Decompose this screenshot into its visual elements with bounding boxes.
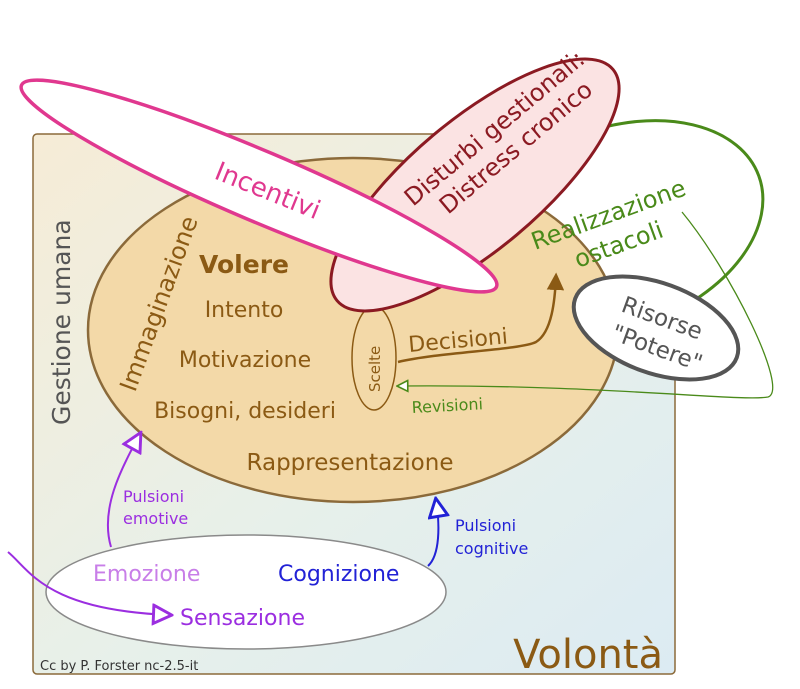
pulsioni-emotive-arrow (106, 434, 140, 548)
pulsioni-cognitive-arrow (427, 500, 438, 567)
incentivi-ellipse (19, 78, 499, 294)
revisioni-label: Revisioni (411, 394, 483, 417)
cognizione-label: Cognizione (278, 562, 399, 587)
pulsioni-emotive-label-line1: Pulsioni (123, 487, 184, 506)
volere-label: Volere (199, 250, 289, 279)
intento-label: Intento (205, 298, 284, 323)
senses-ellipse (45, 534, 447, 650)
scelte-label: Scelte (366, 346, 384, 392)
credit-label: Cc by P. Forster nc-2.5-it (40, 659, 198, 674)
pulsioni-emotive-label-line2: emotive (123, 509, 188, 528)
risorse-ellipse (571, 274, 741, 382)
sensazione-arrow (7, 551, 170, 615)
revisioni-arrow (398, 211, 774, 399)
pulsioni-cognitive-label-line1: Pulsioni (455, 516, 516, 535)
decisioni-arrow (397, 272, 565, 364)
sensazione-label: Sensazione (180, 606, 305, 631)
volonta-title: Volontà (513, 632, 663, 678)
gestione-umana-label: Gestione umana (47, 219, 76, 425)
pulsioni-cognitive-label-line2: cognitive (455, 539, 528, 558)
rappresentazione-label: Rappresentazione (247, 450, 454, 476)
motivazione-label: Motivazione (179, 348, 311, 373)
emozione-label: Emozione (93, 562, 200, 587)
bisogni-label: Bisogni, desideri (154, 399, 336, 424)
